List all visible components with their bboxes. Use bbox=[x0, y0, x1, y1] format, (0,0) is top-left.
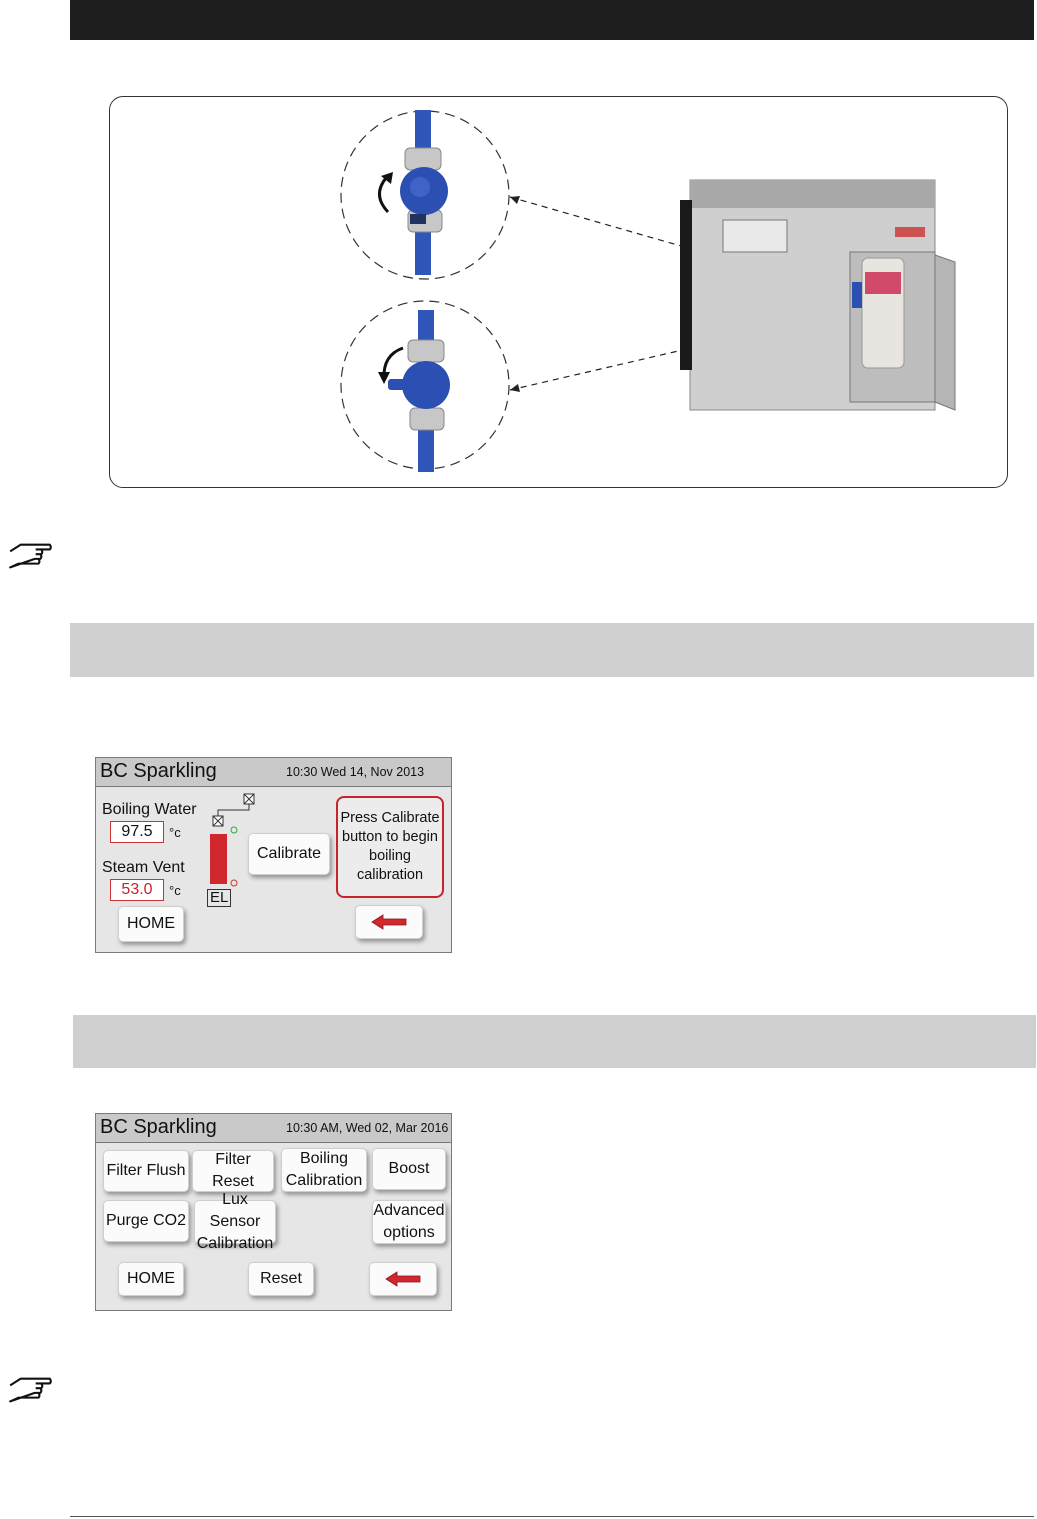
screen-header: BC Sparkling 10:30 AM, Wed 02, Mar 2016 bbox=[96, 1114, 451, 1143]
red-left-arrow-icon bbox=[371, 914, 407, 930]
boiling-calibration-screen: BC Sparkling 10:30 Wed 14, Nov 2013 Boil… bbox=[95, 757, 452, 953]
section-band-1 bbox=[70, 623, 1034, 677]
el-label: EL bbox=[207, 889, 232, 907]
screen-title: BC Sparkling bbox=[100, 1116, 217, 1138]
home-button[interactable]: HOME bbox=[118, 1262, 184, 1296]
boiling-water-value: 97.5 bbox=[110, 821, 164, 843]
purge-co2-button[interactable]: Purge CO2 bbox=[103, 1200, 189, 1242]
advanced-options-line1: Advanced bbox=[373, 1202, 445, 1219]
advanced-options-line2: options bbox=[383, 1224, 435, 1241]
boiling-calibration-line1: Boiling bbox=[299, 1150, 349, 1167]
back-button[interactable] bbox=[369, 1262, 437, 1296]
valve-closed-detail bbox=[340, 300, 510, 472]
reset-button[interactable]: Reset bbox=[248, 1262, 314, 1296]
steam-vent-label: Steam Vent bbox=[102, 859, 185, 876]
filter-reset-button[interactable]: Filter Reset bbox=[192, 1150, 274, 1192]
service-menu-screen: BC Sparkling 10:30 AM, Wed 02, Mar 2016 … bbox=[95, 1113, 452, 1311]
lux-sensor-calibration-button[interactable]: Lux Sensor Calibration bbox=[194, 1191, 276, 1252]
bottom-rule bbox=[70, 1516, 1034, 1517]
screen-datetime: 10:30 Wed 14, Nov 2013 bbox=[286, 765, 425, 779]
boiling-calibration-button[interactable]: Boiling Calibration bbox=[281, 1148, 367, 1192]
dispenser-unit bbox=[680, 179, 956, 411]
screen-datetime: 10:30 AM, Wed 02, Mar 2016 bbox=[286, 1121, 449, 1135]
valve-illustration bbox=[340, 110, 956, 472]
advanced-options-button[interactable]: Advanced options bbox=[372, 1200, 446, 1244]
calibration-message: Press Calibrate button to begin boiling … bbox=[336, 796, 444, 898]
screen-header: BC Sparkling 10:30 Wed 14, Nov 2013 bbox=[96, 758, 451, 787]
calibrate-button[interactable]: Calibrate bbox=[248, 833, 330, 875]
boiling-water-label: Boiling Water bbox=[102, 801, 197, 818]
home-button[interactable]: HOME bbox=[118, 906, 184, 942]
boiler-schematic-icon bbox=[210, 793, 255, 887]
pointing-hand-icon bbox=[9, 543, 52, 569]
boiling-calibration-line2: Calibration bbox=[285, 1172, 363, 1189]
boiling-water-unit: °c bbox=[169, 825, 181, 840]
screen-title: BC Sparkling bbox=[100, 760, 217, 782]
pointing-hand-icon bbox=[9, 1377, 52, 1403]
steam-vent-unit: °c bbox=[169, 883, 181, 898]
boost-button[interactable]: Boost bbox=[372, 1148, 446, 1190]
page-header-bar bbox=[70, 0, 1034, 40]
lux-sensor-line2: Calibration bbox=[196, 1235, 274, 1252]
steam-vent-value: 53.0 bbox=[110, 879, 164, 901]
filter-flush-button[interactable]: Filter Flush bbox=[103, 1150, 189, 1192]
back-button[interactable] bbox=[355, 905, 423, 939]
valve-open-detail bbox=[340, 110, 510, 280]
red-left-arrow-icon bbox=[385, 1271, 421, 1287]
lux-sensor-line1: Lux Sensor bbox=[209, 1191, 261, 1230]
section-band-2 bbox=[73, 1015, 1036, 1068]
